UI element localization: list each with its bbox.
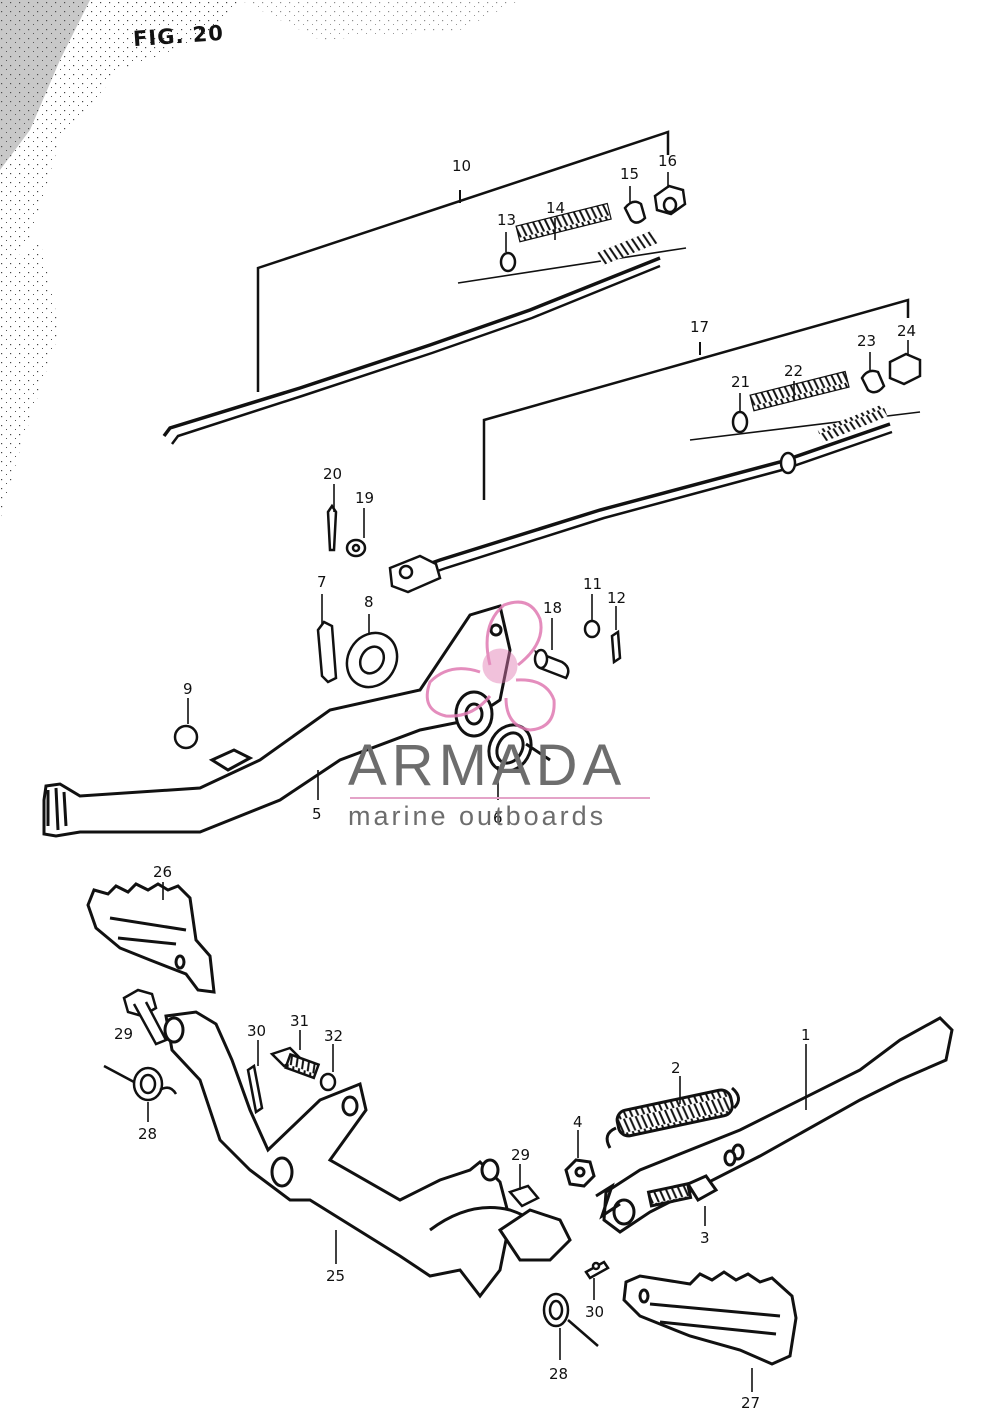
callout-20: 20 (323, 465, 342, 483)
stand-hardware (103, 988, 610, 1347)
watermark-brand: ARMADA (348, 733, 627, 798)
armada-logo (425, 600, 556, 732)
callout-13: 13 (497, 211, 516, 229)
callout-30b: 30 (585, 1303, 604, 1321)
scan-noise (0, 0, 520, 520)
callout-28a: 28 (138, 1125, 157, 1143)
callout-9: 9 (183, 680, 193, 698)
callout-18: 18 (543, 599, 562, 617)
callout-16: 16 (658, 152, 677, 170)
watermark-rule (350, 797, 650, 799)
footrest-27 (622, 1270, 798, 1366)
callout-8: 8 (364, 593, 374, 611)
callout-27: 27 (741, 1394, 760, 1412)
callout-14: 14 (546, 199, 565, 217)
callout-22: 22 (784, 362, 803, 380)
leader-lines (147, 172, 909, 1392)
callout-25: 25 (326, 1267, 345, 1285)
callout-6: 6 (493, 809, 503, 827)
watermark-tagline: marine outboards (348, 801, 607, 831)
callout-21: 21 (731, 373, 750, 391)
callout-24: 24 (897, 322, 916, 340)
callout-labels: 10 13 14 15 16 17 21 22 23 24 20 19 7 8 … (114, 152, 916, 1412)
callout-3: 3 (700, 1229, 710, 1247)
callout-15: 15 (620, 165, 639, 183)
callout-7: 7 (317, 573, 327, 591)
callout-4: 4 (573, 1113, 583, 1131)
callout-5: 5 (312, 805, 322, 823)
callout-17: 17 (690, 318, 709, 336)
callout-23: 23 (857, 332, 876, 350)
callout-19: 19 (355, 489, 374, 507)
footrest-26 (86, 882, 216, 994)
callout-12: 12 (607, 589, 626, 607)
small-fasteners (173, 503, 622, 750)
callout-30a: 30 (247, 1022, 266, 1040)
callout-29b: 29 (511, 1146, 530, 1164)
callout-28b: 28 (549, 1365, 568, 1383)
callout-32: 32 (324, 1027, 343, 1045)
brake-rod-10 (162, 130, 687, 445)
callout-31: 31 (290, 1012, 309, 1030)
callout-26: 26 (153, 863, 172, 881)
callout-29a: 29 (114, 1025, 133, 1043)
callout-11: 11 (583, 575, 602, 593)
main-stand-1 (564, 1016, 954, 1234)
brake-rod-17 (388, 298, 922, 594)
side-stand-25 (163, 1010, 572, 1299)
callout-2: 2 (671, 1059, 681, 1077)
callout-10: 10 (452, 157, 471, 175)
callout-1: 1 (801, 1026, 811, 1044)
